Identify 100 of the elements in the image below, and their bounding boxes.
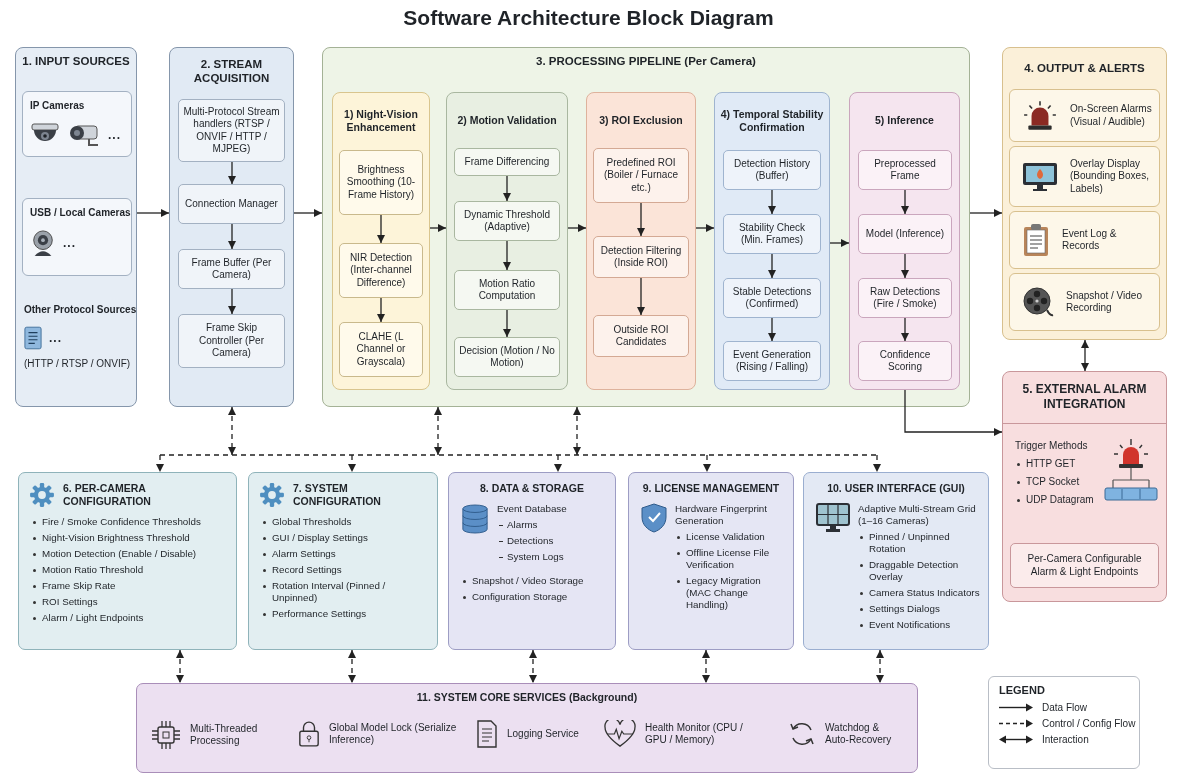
list-item: Offline License File Verification — [675, 547, 785, 571]
item-text: Trigger Methods — [1015, 440, 1088, 452]
process-box: CLAHE (L Channel or Grayscala) — [339, 322, 423, 377]
process-box: Detection History (Buffer) — [723, 150, 821, 190]
process-box: Stability Check (Min. Frames) — [723, 214, 821, 254]
source-box — [22, 198, 132, 276]
arrow — [377, 214, 385, 244]
process-box: Frame Skip Controller (Per Camera) — [178, 314, 285, 368]
list-item: Record Settings — [261, 564, 342, 576]
sub-list-item: Detections — [497, 535, 554, 547]
group-panel — [849, 92, 960, 390]
arrow — [768, 189, 776, 215]
process-box: Outside ROI Candidates — [593, 315, 689, 357]
arrow — [228, 161, 236, 185]
list-item: Settings Dialogs — [858, 603, 940, 615]
output-label: On-Screen Alarms (Visual / Audible) — [1070, 103, 1153, 128]
arrow — [901, 253, 909, 279]
process-box: Motion Ratio Computation — [454, 270, 560, 310]
list-item: Pinned / Unpinned Rotation — [858, 531, 980, 555]
list-item: HTTP GET — [1015, 458, 1076, 470]
service-label: Watchdog & Auto-Recovery — [825, 721, 893, 747]
list-item: TCP Socket — [1015, 476, 1080, 488]
dashed-double-arrow — [176, 649, 184, 684]
group-panel — [586, 92, 696, 390]
service-label: Health Monitor (CPU / GPU / Memory) — [645, 721, 744, 747]
arrow — [768, 253, 776, 279]
group-title: 5) Inference — [875, 114, 934, 128]
group-panel — [322, 47, 970, 407]
panel-heading: 10. USER INTERFACE (GUI) — [827, 482, 965, 495]
panel-heading: 11. SYSTEM CORE SERVICES (Background) — [416, 690, 638, 704]
process-box: Frame Differencing — [454, 148, 560, 176]
process-box: Confidence Scoring — [858, 341, 952, 381]
group-panel — [1002, 371, 1167, 602]
arrow — [429, 224, 447, 232]
source-label: USB / Local Cameras — [30, 207, 131, 219]
group-title: 3. PROCESSING PIPELINE (Per Camera) — [536, 54, 756, 69]
list-item: License Validation — [675, 531, 765, 543]
ellipsis-text: ... — [63, 237, 76, 249]
arrow — [293, 209, 323, 217]
list-item: Camera Status Indicators — [858, 587, 980, 599]
list-item: Fire / Smoke Confidence Thresholds — [31, 516, 201, 528]
process-box: Connection Manager — [178, 184, 285, 224]
service-label: Logging Service — [507, 727, 579, 741]
dashed-double-arrow — [228, 406, 236, 456]
group-panel — [1002, 47, 1167, 340]
item-text: Adaptive Multi-Stream Grid (1–16 Cameras) — [858, 503, 977, 527]
legend-label: Control / Config Flow — [1042, 718, 1136, 729]
process-box: Frame Buffer (Per Camera) — [178, 249, 285, 289]
protocol-label: (HTTP / RTSP / ONVIF) — [24, 358, 131, 370]
legend-label: Data Flow — [1042, 702, 1087, 713]
legend-label: Interaction — [1042, 734, 1089, 745]
process-box: Preprocessed Frame — [858, 150, 952, 190]
item-text: Hardware Fingerprint Generation — [675, 503, 769, 527]
group-title: 1. INPUT SOURCES — [22, 54, 130, 69]
process-box: Predefined ROI (Boiler / Furnace etc.) — [593, 148, 689, 203]
arrow — [637, 202, 645, 237]
list-item: Motion Ratio Threshold — [31, 564, 144, 576]
process-box: Dynamic Threshold (Adaptive) — [454, 201, 560, 241]
panel-heading: 8. DATA & STORAGE — [479, 482, 584, 495]
output-box — [1009, 146, 1160, 207]
dashed-double-arrow — [529, 649, 537, 684]
arrow — [503, 240, 511, 271]
source-label: IP Cameras — [30, 100, 85, 112]
module-panel — [628, 472, 794, 650]
legend-title: LEGEND — [999, 684, 1045, 696]
arrow — [695, 224, 715, 232]
process-box: Multi-Protocol Stream handlers (RTSP / ONVIF / HTTP / MJPEG) — [178, 99, 285, 162]
dashed-double-arrow — [554, 454, 562, 473]
double-arrow — [1081, 339, 1089, 372]
group-title: 3) ROI Exclusion — [599, 114, 683, 128]
module-panel — [448, 472, 616, 650]
group-panel — [446, 92, 568, 390]
arrow — [829, 239, 850, 247]
list-item: Configuration Storage — [461, 591, 568, 603]
process-box: Brightness Smoothing (10-Frame History) — [339, 150, 423, 215]
group-title: 2. STREAM ACQUISITION — [192, 56, 271, 86]
list-item: ROI Settings — [31, 596, 98, 608]
arrow — [768, 317, 776, 342]
list-item: Alarm / Light Endpoints — [31, 612, 144, 624]
group-title: 2) Motion Validation — [457, 114, 557, 128]
list-item: Motion Detection (Enable / Disable) — [31, 548, 197, 560]
list-item: Draggable Detection Overlay — [858, 559, 980, 583]
dashed-double-arrow — [873, 454, 881, 473]
output-label: Overlay Display (Bounding Boxes, Labels) — [1070, 157, 1150, 196]
list-item: Legacy Migration (MAC Change Handling) — [675, 575, 785, 611]
service-label: Global Model Lock (Serialize Inference) — [329, 721, 458, 747]
group-title: 4) Temporal Stability Confirmation — [719, 107, 825, 135]
list-item: UDP Datagram — [1015, 494, 1094, 506]
sub-list-item: System Logs — [497, 551, 564, 563]
source-label: Other Protocol Sources — [24, 304, 137, 316]
list-item: Event Notifications — [858, 619, 951, 631]
list-item: Global Thresholds — [261, 516, 352, 528]
process-box: Raw Detections (Fire / Smoke) — [858, 278, 952, 318]
process-box: Decision (Motion / No Motion) — [454, 337, 560, 377]
ellipsis-text: ... — [49, 332, 62, 344]
list-item: Rotation Interval (Pinned / Unpinned) — [261, 580, 429, 604]
services-panel — [136, 683, 918, 773]
item-text: Event Database — [497, 503, 567, 515]
panel-heading: 6. PER-CAMERA CONFIGURATION — [63, 482, 152, 508]
panel-heading: 9. LICENSE MANAGEMENT — [642, 482, 780, 495]
